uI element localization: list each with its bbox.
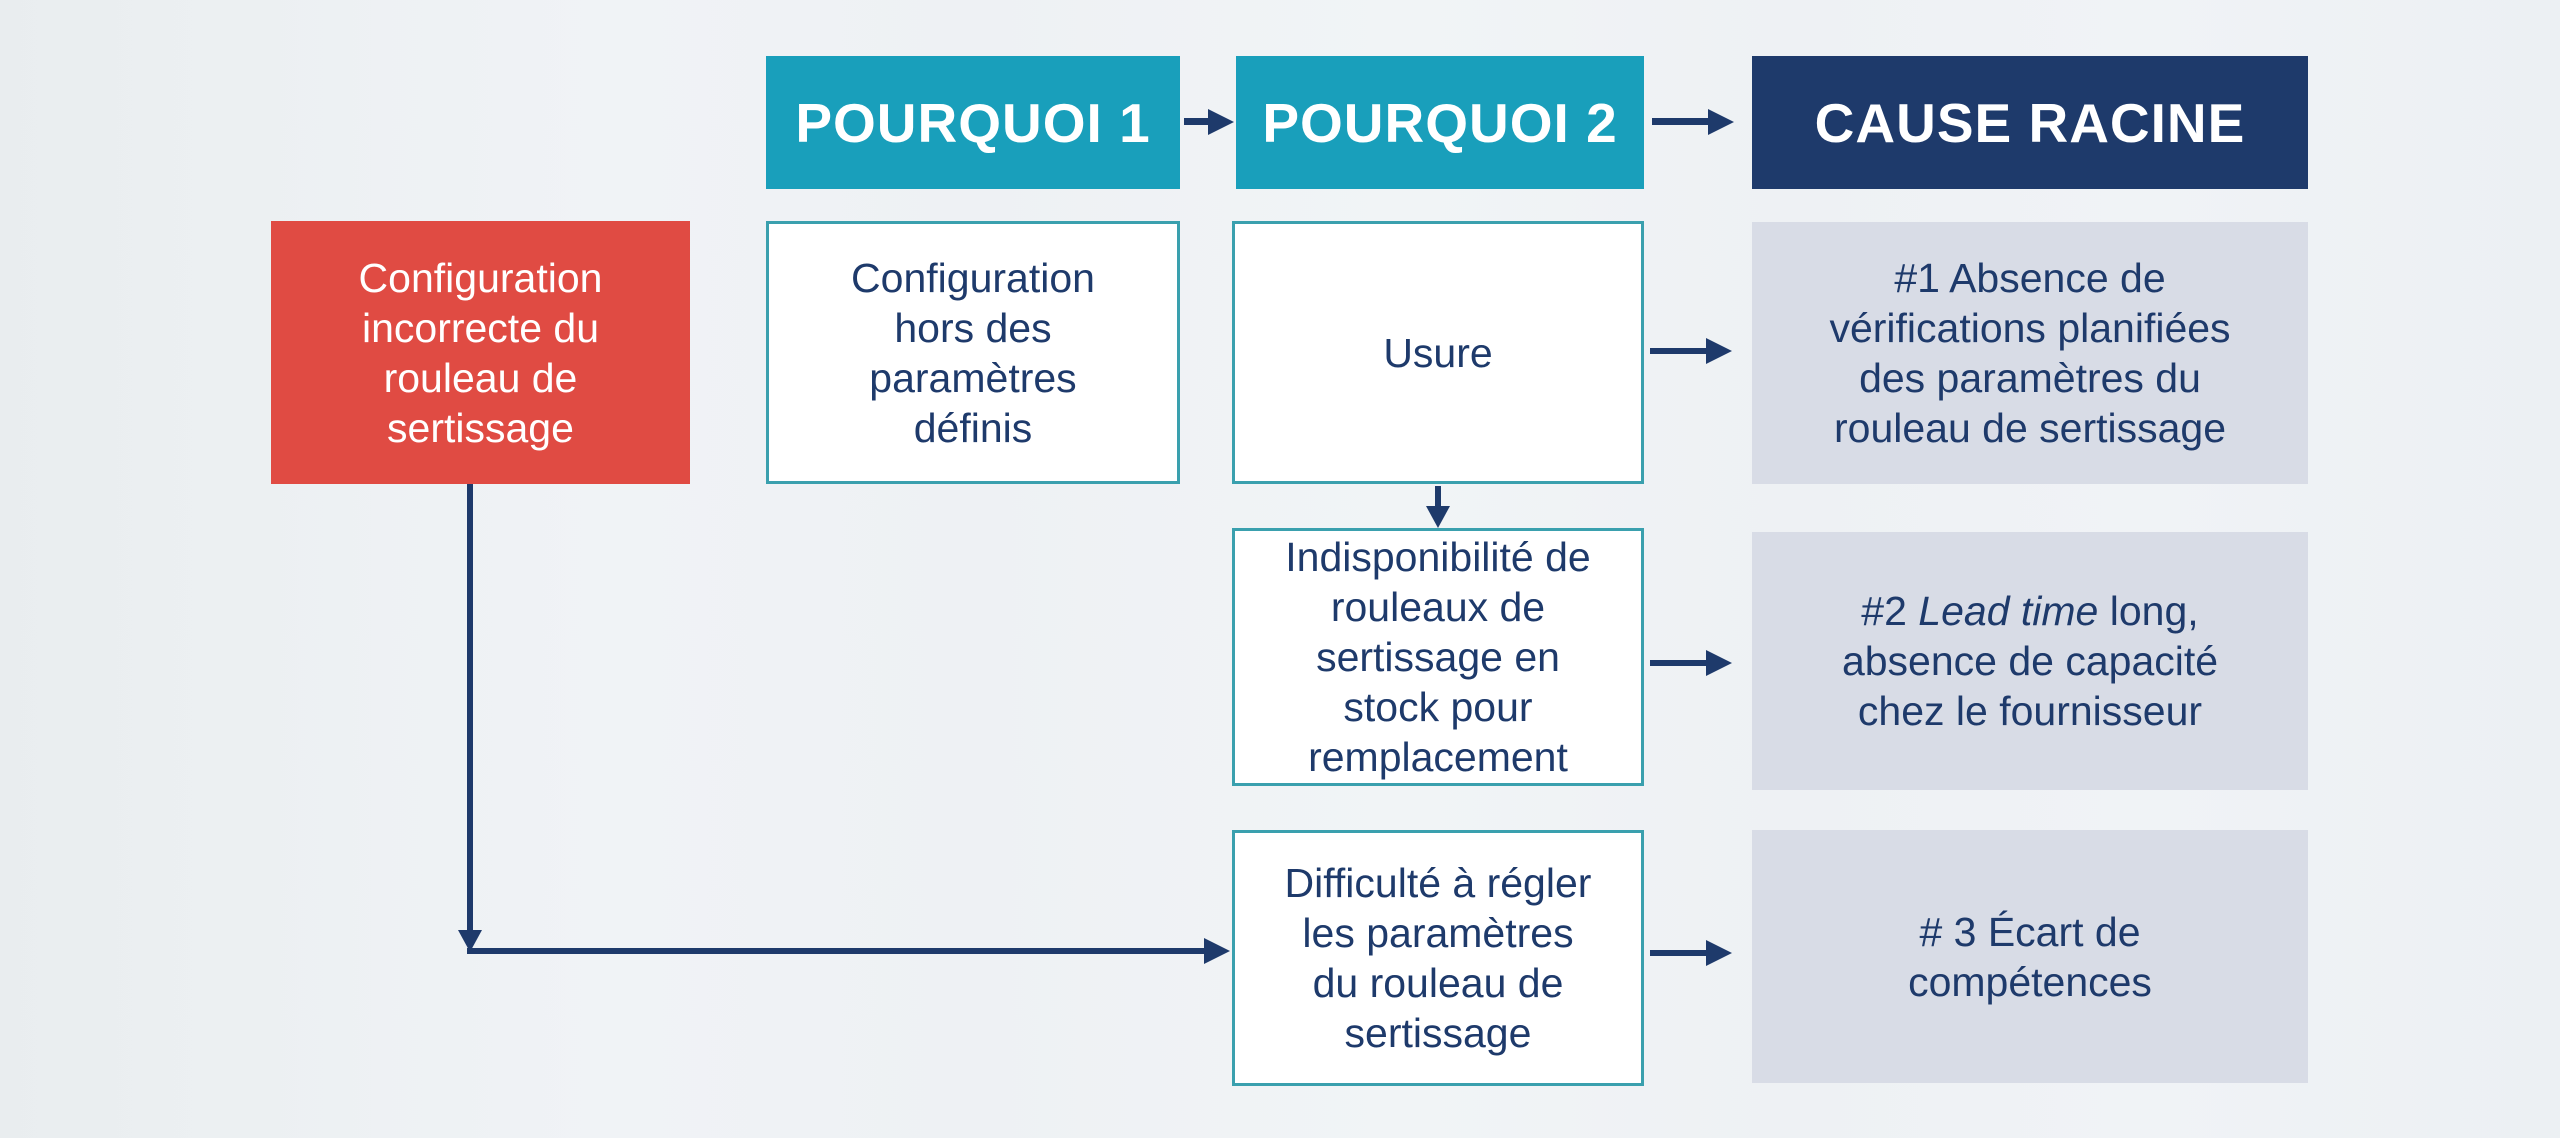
header-cause-racine-label: CAUSE RACINE — [1814, 91, 2246, 154]
arrow-head — [1426, 506, 1450, 528]
header-pourquoi-1-label: POURQUOI 1 — [795, 91, 1151, 154]
root-cause-2-suffix: long, absence de capacité chez le fourni… — [1841, 588, 2219, 734]
arrow-line — [1650, 348, 1706, 354]
arrow-head — [1204, 938, 1230, 964]
arrow-head — [1706, 650, 1732, 676]
root-cause-2-italic: Lead time — [1918, 588, 2099, 634]
why2-usure-box: Usure — [1232, 221, 1644, 484]
problem-box: Configuration incorrecte du rouleau de s… — [271, 221, 690, 484]
why2-indisponibilite-box: Indisponibilité de rouleaux de sertissag… — [1232, 528, 1644, 786]
arrow-line — [467, 948, 1204, 954]
arrow-head — [458, 930, 482, 952]
arrow-line — [1650, 950, 1706, 956]
why1-text: Configuration hors des paramètres défini… — [851, 254, 1095, 451]
root-cause-3-box: # 3 Écart de compétences — [1752, 830, 2308, 1083]
arrow-line — [1435, 486, 1441, 508]
why2-indisponibilite-text: Indisponibilité de rouleaux de sertissag… — [1285, 534, 1591, 780]
why1-box: Configuration hors des paramètres défini… — [766, 221, 1180, 484]
root-cause-1-text: #1 Absence de vérifications planifiées d… — [1829, 255, 2231, 451]
root-cause-2-text: #2 Lead time long, absence de capacité c… — [1842, 586, 2218, 736]
why2-usure-text: Usure — [1383, 329, 1493, 376]
arrow-head — [1706, 940, 1732, 966]
arrow-head — [1706, 338, 1732, 364]
root-cause-1-box: #1 Absence de vérifications planifiées d… — [1752, 222, 2308, 484]
arrow-line — [1650, 660, 1706, 666]
arrow-line — [467, 484, 473, 930]
why2-difficulte-text: Difficulté à régler les paramètres du ro… — [1284, 860, 1592, 1056]
header-cause-racine: CAUSE RACINE — [1752, 56, 2308, 189]
problem-text: Configuration incorrecte du rouleau de s… — [358, 254, 603, 451]
root-cause-2-box: #2 Lead time long, absence de capacité c… — [1752, 532, 2308, 790]
arrow-head — [1708, 109, 1734, 135]
arrow-head — [1208, 109, 1234, 135]
root-cause-2-prefix: #2 — [1861, 588, 1919, 634]
header-pourquoi-2-label: POURQUOI 2 — [1262, 91, 1618, 154]
why2-difficulte-box: Difficulté à régler les paramètres du ro… — [1232, 830, 1644, 1086]
arrow-line — [1184, 118, 1212, 125]
root-cause-3-text: # 3 Écart de compétences — [1908, 908, 2152, 1005]
header-pourquoi-1: POURQUOI 1 — [766, 56, 1180, 189]
header-pourquoi-2: POURQUOI 2 — [1236, 56, 1644, 189]
arrow-line — [1652, 118, 1708, 125]
